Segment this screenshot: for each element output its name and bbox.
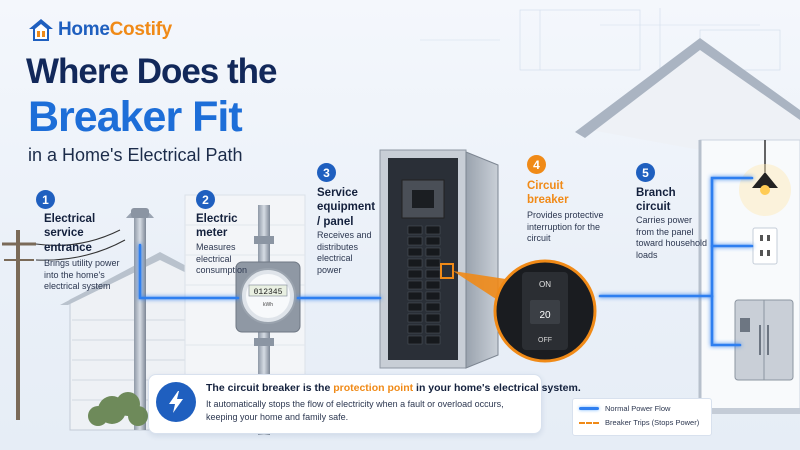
panel-breaker — [425, 258, 441, 268]
step-5-desc: Carries power from the panel toward hous… — [636, 215, 708, 261]
step-4-title: Circuit breaker — [527, 180, 569, 207]
step-5-title: Branch circuit — [636, 187, 676, 214]
panel-breaker — [425, 313, 441, 323]
step-1-desc: Brings utility power into the home's ele… — [44, 258, 120, 292]
brand-name: HomeCostify — [58, 19, 172, 40]
panel-breaker — [407, 302, 423, 312]
legend-trip-label: Breaker Trips (Stops Power) — [605, 418, 700, 427]
breaker-rating: 20 — [539, 310, 551, 321]
panel-breaker — [407, 335, 423, 345]
panel-breaker — [407, 269, 423, 279]
panel-breaker — [407, 313, 423, 323]
headline-subtitle: in a Home's Electrical Path — [28, 145, 243, 165]
step-2-desc: Measures electrical consumption — [196, 242, 248, 276]
legend-normal-label: Normal Power Flow — [605, 404, 671, 413]
step-3-badge: 3 — [317, 163, 336, 182]
panel-breaker — [407, 324, 423, 334]
panel-breaker — [407, 258, 423, 268]
step-4-badge: 4 — [527, 155, 546, 174]
meter-unit: kWh — [263, 302, 273, 308]
breaker-off-label: OFF — [538, 337, 552, 344]
breaker-zoom: ON 20 OFF — [493, 259, 597, 363]
panel-breaker — [425, 247, 441, 257]
panel-breaker — [425, 225, 441, 235]
refrigerator — [734, 299, 794, 381]
solid-line-swatch — [579, 407, 599, 410]
panel-breaker — [425, 302, 441, 312]
panel-breaker — [425, 269, 441, 279]
panel-breaker — [407, 236, 423, 246]
panel-breaker — [425, 324, 441, 334]
step-3-desc: Receives and distributes electrical powe… — [317, 230, 372, 276]
step-4-desc: Provides protective interruption for the… — [527, 210, 604, 244]
step-5-badge: 5 — [636, 163, 655, 182]
panel-breaker — [407, 247, 423, 257]
panel-breaker — [407, 280, 423, 290]
step-1-title: Electrical service entrance — [44, 213, 96, 254]
legend-breaker-trips: Breaker Trips (Stops Power) — [579, 418, 711, 427]
house-logo-icon — [28, 18, 54, 42]
step-2-badge: 2 — [196, 190, 215, 209]
legend: Normal Power Flow Breaker Trips (Stops P… — [572, 398, 712, 436]
panel-breaker — [425, 236, 441, 246]
brand-logo: HomeCostify — [28, 18, 172, 42]
breaker-on-label: ON — [539, 280, 551, 289]
breaker-rows — [407, 225, 441, 345]
service-mast — [126, 208, 154, 430]
panel-breaker — [425, 280, 441, 290]
panel-breaker — [407, 291, 423, 301]
callout-body: It automatically stops the flow of elect… — [206, 399, 504, 422]
legend-normal-flow: Normal Power Flow — [579, 404, 711, 413]
headline-line-2: Breaker Fit — [28, 93, 243, 141]
meter-reading: 012345 — [254, 288, 283, 297]
utility-pole — [2, 229, 126, 420]
callout-heading: The circuit breaker is the protection po… — [206, 382, 581, 394]
headline-line-1: Where Does the — [26, 52, 277, 91]
callout-box — [148, 374, 542, 434]
step-2-title: Electric meter — [196, 213, 238, 240]
panel-breaker — [425, 291, 441, 301]
power-flow-line — [138, 176, 754, 347]
step-1-badge: 1 — [36, 190, 55, 209]
electrical-panel — [379, 149, 499, 369]
wall-outlet — [752, 227, 778, 265]
dashed-line-swatch — [579, 421, 599, 424]
shrub — [88, 392, 148, 426]
panel-breaker — [407, 225, 423, 235]
panel-breaker — [425, 335, 441, 345]
lightning-icon — [156, 382, 196, 422]
step-3-title: Service equipment / panel — [317, 187, 376, 228]
